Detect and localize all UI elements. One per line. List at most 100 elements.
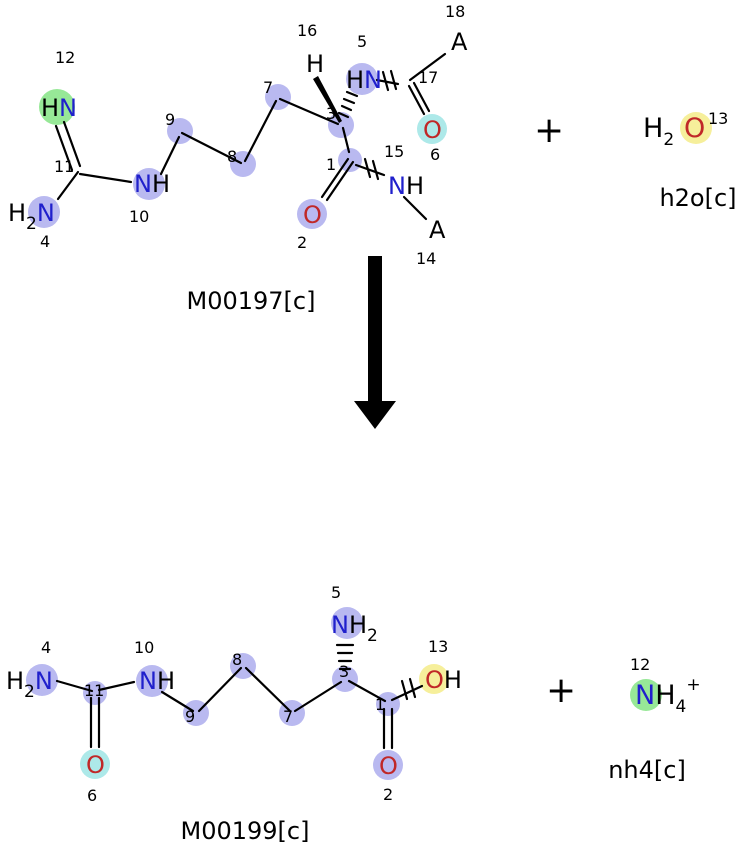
m00199-bonds: [55, 643, 424, 750]
highlight-n10: [133, 168, 165, 200]
atom-label-h2n4-b-h: H: [6, 667, 24, 695]
highlight-c3-b: [332, 666, 358, 692]
atom-label-nh15-n: N: [388, 172, 406, 200]
atom-label-nh2-5-b-n: N: [331, 611, 349, 639]
atom-number-5: 5: [357, 32, 367, 51]
bond-c7-c3: [278, 97, 340, 126]
m00199-atom-labels: H2N NH NH2 OH O O: [6, 611, 462, 780]
atom-number-9-b: 9: [185, 707, 195, 726]
water-sub: 2: [663, 130, 674, 150]
atom-label-a18: A: [451, 28, 468, 56]
m00199-highlights: [26, 607, 449, 780]
bond-n10-c9-b: [160, 690, 195, 713]
bond-c1-o2-b: [320, 157, 350, 199]
ammonium-group: NH4+ 12 nh4[c]: [608, 655, 700, 784]
atom-label-h2n4-b-sub: 2: [24, 682, 35, 702]
bond-c8-c7-b: [244, 666, 292, 713]
bond-n15-a14: [402, 195, 428, 221]
atom-number-3-b: 3: [339, 662, 349, 681]
highlight-n12: [39, 89, 75, 125]
m00199-atom-numbers: 4 10 5 8 13 3 11 1 9 7 6 2: [41, 583, 448, 805]
break-mark-n5-c17-b: [389, 69, 398, 91]
atom-number-2: 2: [297, 233, 307, 252]
molecule-caption-m00199: M00199[c]: [181, 817, 310, 845]
hash-bond-c3-n5-t4: [345, 90, 359, 98]
highlight-water-o13: [680, 112, 712, 144]
bond-c17-o6-b: [407, 84, 426, 116]
atom-number-15: 15: [384, 142, 404, 161]
hash-bond-c3-n5-t3: [342, 97, 356, 105]
atom-label-nh2-5-b-sub: 2: [367, 626, 378, 646]
bond-c8-c7: [243, 99, 278, 163]
atom-label-nh10-b-h: H: [157, 667, 175, 695]
bond-c11-n4: [56, 170, 80, 201]
highlight-c3: [328, 112, 354, 138]
m00197-atom-labels: HN H2N NH H HN A O O NH A: [8, 28, 468, 244]
highlight-o2: [297, 199, 327, 229]
atom-label-a14: A: [429, 216, 446, 244]
bond-c1-o13-b: [390, 684, 424, 702]
ammonium-caption: nh4[c]: [608, 756, 686, 784]
atom-label-h2n4: H2N: [8, 199, 55, 234]
water-formula-h2: H2: [643, 113, 674, 150]
highlight-c11-b: [83, 681, 107, 705]
highlight-nh4-n12: [630, 679, 662, 711]
reaction-arrow-down: [354, 256, 396, 429]
atom-number-14: 14: [416, 249, 436, 268]
bond-c3-c1: [341, 126, 351, 154]
atom-label-h2n4-sub: 2: [26, 214, 37, 234]
atom-number-6: 6: [430, 145, 440, 164]
atom-label-nh15: NH: [388, 172, 424, 200]
atom-label-hn5-n: N: [364, 66, 382, 94]
water-h: H: [643, 113, 663, 144]
atom-label-o6-b: O: [86, 751, 105, 779]
highlight-c7: [265, 84, 291, 110]
ammonium-charge: +: [686, 675, 700, 695]
molecule-caption-m00197: M00197[c]: [187, 287, 316, 315]
highlight-n4-b: [26, 664, 58, 696]
ammonium-sub: 4: [676, 697, 687, 717]
atom-label-o6: O: [423, 116, 442, 144]
bond-c11-n10: [78, 172, 133, 184]
highlight-o6-b: [80, 749, 110, 779]
bond-c9-c8: [180, 131, 243, 165]
atom-label-nh10-b-n: N: [139, 667, 157, 695]
highlight-n5-b: [331, 607, 363, 639]
atom-number-4-b: 4: [41, 638, 51, 657]
atom-number-18: 18: [445, 2, 465, 21]
atom-label-nh10: NH: [134, 170, 170, 198]
bond-c7-c3-b: [293, 680, 343, 713]
atom-number-4: 4: [40, 232, 50, 251]
atom-number-8-b: 8: [232, 650, 242, 669]
water-group: H2 O 13 h2o[c]: [643, 109, 737, 212]
atom-number-9: 9: [165, 110, 175, 129]
bond-n10-c9: [159, 135, 181, 176]
atom-number-11-b: 11: [84, 681, 104, 700]
bond-c11-n12-a: [62, 120, 82, 168]
bond-c3-c1-b: [347, 679, 387, 703]
atom-number-12: 12: [55, 48, 75, 67]
atom-label-o2: O: [303, 201, 322, 229]
break-mark-c1-n15-b: [371, 159, 380, 181]
bond-c11-n10-b: [97, 680, 136, 692]
highlight-n10-b: [136, 665, 168, 697]
atom-number-1: 1: [326, 155, 336, 174]
hash-bond-c3-n5-t1: [337, 111, 350, 119]
atom-label-hn5: HN: [346, 66, 382, 94]
atom-number-10: 10: [129, 207, 149, 226]
ammonium-atom-number-12: 12: [630, 655, 650, 674]
atom-label-hn12: HN: [41, 94, 77, 122]
atom-label-hn5-h: H: [346, 66, 364, 94]
bond-c1-n15: [354, 163, 386, 177]
plus-operator-bottom: +: [546, 670, 576, 711]
atom-label-nh15-h: H: [406, 172, 424, 200]
atom-label-nh10-h: H: [152, 170, 170, 198]
bond-c11-n12-b: [54, 124, 74, 172]
atom-label-nh2-5-b-h: H: [349, 611, 367, 639]
bond-c9-c8-b: [197, 666, 243, 713]
highlight-o6: [417, 114, 447, 144]
highlight-c9: [167, 118, 193, 144]
atom-number-5-b: 5: [331, 583, 341, 602]
atom-label-h16: H: [306, 50, 324, 78]
